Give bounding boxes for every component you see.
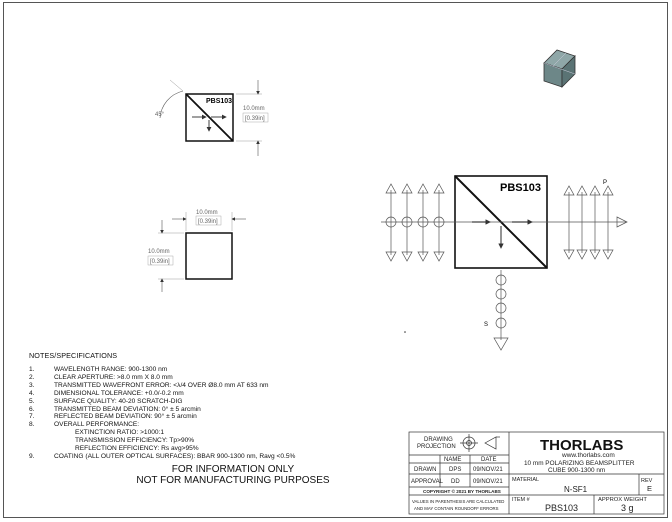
top-view-part-label: PBS103 [206, 98, 232, 105]
title-block [408, 431, 665, 515]
approval-name: DD [451, 479, 460, 485]
note-item: 1.WAVELENGTH RANGE: 900-1300 nm [29, 366, 168, 373]
note-item: 5.SURFACE QUALITY: 40-20 SCRATCH-DIG [29, 397, 183, 405]
note-subitem: REFLECTION EFFICIENCY: Rs avg>95% [75, 445, 199, 453]
top-height-dim-in: [0.39in] [245, 116, 265, 122]
note-subitem: EXTINCTION RATIO: >1000:1 [75, 429, 165, 437]
projection-label-line1: DRAWING [424, 437, 453, 443]
angle-label: 45° [155, 112, 165, 118]
p-beam-label: P [603, 180, 607, 186]
note-item: 9.COATING (ALL OUTER OPTICAL SURFACES): … [29, 452, 296, 460]
front-height-dim-mm: 10.0mm [148, 249, 170, 255]
approval-date: 09/NOV/21 [473, 479, 503, 485]
part-title-line1: 10 mm POLARIZING BEAMSPLITTER [524, 460, 635, 467]
thorlabs-logo: THORLABS [540, 437, 623, 454]
s-beam-label: S [484, 322, 488, 328]
beam-path-diagram: PBS103 [381, 175, 628, 351]
note-item: 4.DIMENSIONAL TOLERANCE: +0.0/-0.2 mm [29, 389, 184, 397]
rev-label: REV [641, 478, 653, 484]
for-info-line2: NOT FOR MANUFACTURING PURPOSES [136, 475, 330, 486]
front-height-dim-in: [0.39in] [150, 259, 170, 265]
note-item: 7.REFLECTED BEAM DEVIATION: 90° ± 5 arcm… [29, 413, 197, 421]
front-view: 10.0mm [0.39in] 10.0mm [0.39in] [147, 210, 246, 292]
note-item: 8.OVERALL PERFORMANCE: [29, 421, 140, 429]
note-item: 2.CLEAR APERTURE: >8.0 mm X 8.0 mm [29, 373, 173, 381]
item-number-label: ITEM # [512, 497, 531, 503]
website-text: www.thorlabs.com [561, 452, 615, 459]
drawn-label: DRAWN [414, 467, 436, 473]
front-width-dim-in: [0.39in] [198, 219, 218, 225]
copyright-text: COPYRIGHT © 2021 BY THORLABS [423, 488, 501, 494]
notes-list: 1.WAVELENGTH RANGE: 900-1300 nm 2.CLEAR … [29, 366, 295, 461]
col-name-header: NAME [444, 457, 461, 463]
part-title-line2: CUBE 900-1300 nm [548, 467, 605, 474]
front-width-dim-mm: 10.0mm [196, 210, 218, 216]
material-value: N-SF1 [564, 485, 588, 494]
hypotenuse-line [185, 93, 234, 142]
sheet-border [3, 2, 668, 518]
top-height-dim-mm: 10.0mm [243, 106, 265, 112]
projection-label-line2: PROJECTION [417, 444, 456, 450]
for-info-line1: FOR INFORMATION ONLY [171, 464, 295, 475]
isometric-cube-icon [543, 49, 576, 88]
drawn-date: 09/NOV/21 [473, 467, 503, 473]
note-item: 3.TRANSMITTED WAVEFRONT ERROR: <λ/4 OVER… [29, 381, 269, 389]
approval-label: APPROVAL [411, 479, 444, 485]
front-view-outline [185, 232, 233, 280]
disclaimer-line1: VALUES IN PARENTHESIS ARE CALCULATED [412, 499, 504, 504]
for-info-notice: FOR INFORMATION ONLY NOT FOR MANUFACTURI… [118, 464, 348, 486]
notes-title: NOTES/SPECIFICATIONS [29, 351, 118, 360]
note-subitem: TRANSMISSION EFFICIENCY: Tp>90% [75, 437, 195, 445]
top-view-outline [185, 93, 234, 142]
weight-label: APPROX WEIGHT [598, 497, 647, 503]
material-label: MATERIAL [512, 477, 539, 483]
weight-value: 3 g [621, 503, 634, 513]
top-view: PBS103 10.0mm [0.39in] 45° [155, 79, 269, 156]
beam-diagram-part-label: PBS103 [500, 182, 541, 194]
disclaimer-line2: AND MAY CONTAIN ROUNDOFF ERRORS [414, 506, 499, 511]
drawn-name: DPS [449, 467, 461, 473]
col-date-header: DATE [481, 457, 497, 463]
item-number-value: PBS103 [545, 503, 578, 513]
note-item: 6.TRANSMITTED BEAM DEVIATION: 0° ± 5 arc… [29, 405, 201, 413]
rev-value: E [647, 484, 652, 493]
